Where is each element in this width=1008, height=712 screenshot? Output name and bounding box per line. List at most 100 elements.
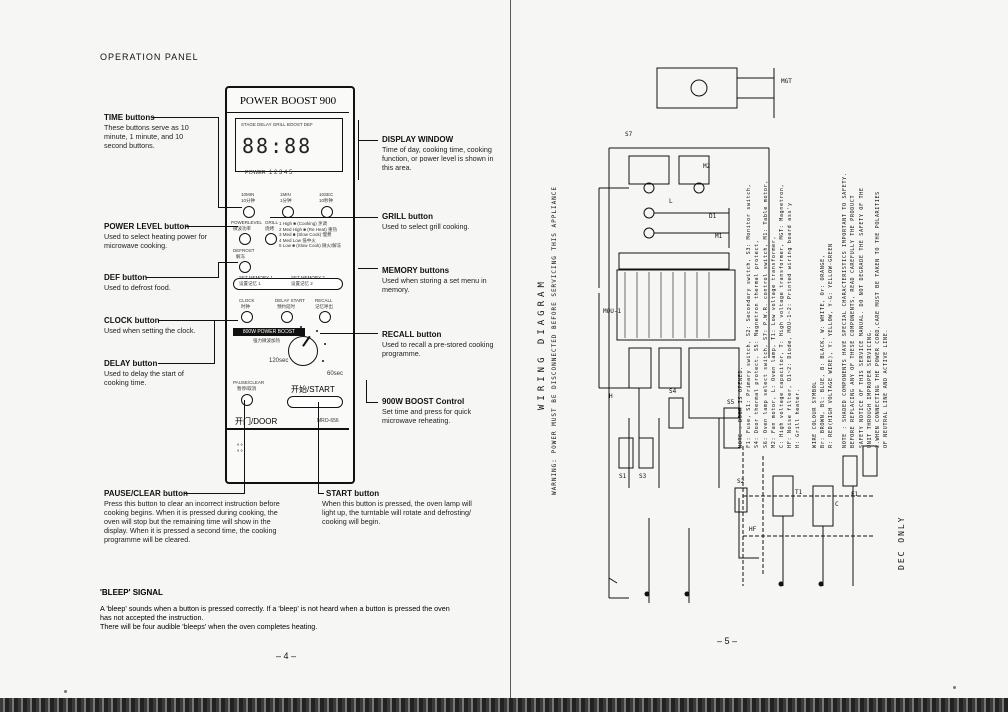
dial-tick: [324, 343, 326, 345]
callout-line: [158, 363, 214, 364]
clock-title: CLOCK button: [104, 316, 160, 325]
oven-display: [235, 118, 343, 172]
label-s2: S2: [737, 478, 745, 485]
defrost-label: DEFROST: [233, 248, 255, 253]
note-line: C: High voltage capacitor, T: High volta…: [779, 183, 786, 448]
display-digits: 88:88: [242, 134, 313, 158]
label-mou1: MOU-1: [603, 308, 621, 315]
model-label: MRO-656: [317, 418, 339, 424]
scan-mark: [953, 686, 956, 689]
scan-mark: [64, 690, 67, 693]
defrost-button[interactable]: [239, 261, 251, 273]
time-cn-1min: 1分钟: [280, 198, 292, 203]
label-l: L: [669, 198, 673, 205]
scan-border: [0, 698, 1008, 712]
clock-desc: Used when setting the clock.: [104, 326, 196, 335]
time-buttons-desc: These buttons serve as 10 minute, 1 minu…: [104, 123, 189, 150]
grill-button[interactable]: [265, 233, 277, 245]
memory-2-label: SET MEMORY 2: [291, 275, 325, 280]
time-cn-10min: 10分钟: [241, 198, 256, 203]
callout-line: [320, 333, 378, 334]
recall-button[interactable]: [319, 311, 331, 323]
warning-text: WARNING: POWER MUST BE DISCONNECTED BEFO…: [551, 185, 558, 495]
dial-tick: [285, 330, 287, 332]
pause-clear-desc: Press this button to clear an incorrect …: [104, 499, 280, 544]
note-line: WIRE COLOUR SYMBOL: [811, 380, 818, 448]
boost-strip-cn: 强力微波加热: [253, 338, 280, 343]
speaker-grille-icon: °°°°: [237, 444, 244, 456]
time-label-1min: 1MIN: [280, 192, 291, 197]
label-hf: HF: [749, 526, 757, 533]
callout-line: [366, 402, 378, 403]
menu-line-5: 5 Low ■ (Slow Cook) 微火/解冻: [279, 243, 342, 248]
delay-button[interactable]: [281, 311, 293, 323]
menu-line-2: 2 Med High ■ (Re Heat) 重热: [279, 226, 337, 232]
power-scale-values: 1 2 3 4 5: [269, 170, 293, 176]
boost-strip: 800W POWER BOOST: [233, 328, 305, 336]
clock-button[interactable]: [241, 311, 253, 323]
menu-line-3: 3 Med ■ (Slow Cook) 慢煮: [279, 232, 332, 237]
callout-line: [244, 400, 245, 494]
note-line: UNIT THROUGH IMPROPER SERVICING.: [866, 328, 873, 448]
memory-buttons[interactable]: [233, 278, 343, 290]
callout-line: [158, 320, 238, 321]
note-line: R: RED(HIGH VOLTAGE WIRE), Y: YELLOW, Y-…: [828, 243, 835, 448]
grill-desc: Used to select grill cooking.: [382, 222, 470, 231]
memory-desc: Used when storing a set menu in memory.: [382, 276, 487, 294]
power-level-button[interactable]: [239, 233, 251, 245]
pause-clear-title: PAUSE/CLEAR button: [104, 489, 188, 498]
recall-desc: Used to recall a pre-stored cooking prog…: [382, 340, 494, 358]
note-line: M2: Fan motor, L: Oven lamp, T1: Low vol…: [770, 235, 777, 448]
time-cn-10sec: 10秒钟: [319, 198, 334, 203]
10min-button[interactable]: [243, 206, 255, 218]
door-label: 开门/DOOR: [235, 417, 278, 426]
page-number-right: – 5 –: [717, 636, 738, 646]
delay-desc: Used to delay the start of cooking time.: [104, 369, 184, 387]
dial-120-label: 120sec: [269, 358, 289, 364]
bleep-text: A 'bleep' sounds when a button is presse…: [100, 604, 450, 631]
boost-title: 900W BOOST Control: [382, 397, 465, 406]
start-label: 开始/START: [291, 385, 335, 394]
note-line: HF: Noise filter, D1~2: Diode, MOU-1~2: …: [787, 202, 794, 448]
display-title: DISPLAY WINDOW: [382, 135, 454, 144]
delay-cn: 预约延时: [277, 304, 295, 309]
callout-line: [318, 402, 319, 494]
start-button[interactable]: [287, 396, 343, 408]
pause-clear-button[interactable]: [241, 394, 253, 406]
pause-cn: 暂停/取消: [237, 386, 257, 391]
time-label-10min: 10MIN: [241, 192, 255, 197]
note-line: SAFETY NOTICE OF THIS SERVICE MANUAL. DO…: [858, 187, 865, 448]
page-right: WIRING DIAGRAM WARNING: POWER MUST BE DI…: [511, 0, 1008, 700]
label-s1: S1: [619, 473, 627, 480]
display-desc: Time of day, cooking time, cooking funct…: [382, 145, 494, 172]
menu-lines: 1 High ■ (Cooking) 烹调 2 Med High ■ (Re H…: [279, 221, 349, 249]
dial-60-label: 60sec: [327, 371, 344, 377]
pause-label: PAUSE/CLEAR: [233, 380, 265, 385]
note-line: F1: Fuse, S1: Primary switch, S2: Second…: [746, 183, 753, 448]
memory-1-cn: 设置记忆 1: [239, 281, 261, 286]
memory-title: MEMORY buttons: [382, 266, 450, 275]
callout-line: [218, 207, 242, 208]
callout-line: [358, 268, 378, 269]
section-title: OPERATION PANEL: [100, 52, 199, 62]
boost-dial-knob[interactable]: [288, 335, 318, 366]
dial-tick: [316, 330, 318, 332]
note-line: H: Grill heater.: [795, 388, 802, 448]
note-line: OF NEUTRAL LINE AND ACTIVE LINE.: [883, 328, 890, 448]
boost-desc: Set time and press for quick microwave r…: [382, 407, 472, 425]
label-s4: S4: [669, 388, 677, 395]
label-s7: S7: [625, 131, 633, 138]
dec-only-schematic: HF F1 T1 C: [742, 445, 878, 587]
time-buttons-title: TIME buttons: [104, 113, 155, 122]
knob-pointer-icon: [302, 335, 311, 347]
callout-line: [218, 262, 219, 278]
callout-line: [270, 217, 378, 218]
def-desc: Used to defrost food.: [104, 283, 171, 292]
label-mgt: MGT: [781, 78, 792, 85]
callout-line: [184, 493, 244, 494]
callout-line: [358, 140, 378, 141]
callout-line: [318, 493, 324, 494]
defrost-cn: 解冻: [236, 254, 245, 259]
dial-tick: [300, 326, 302, 328]
note-line: 2.WHEN CONNECTING THE POWER CORD,CARE MU…: [875, 191, 882, 448]
